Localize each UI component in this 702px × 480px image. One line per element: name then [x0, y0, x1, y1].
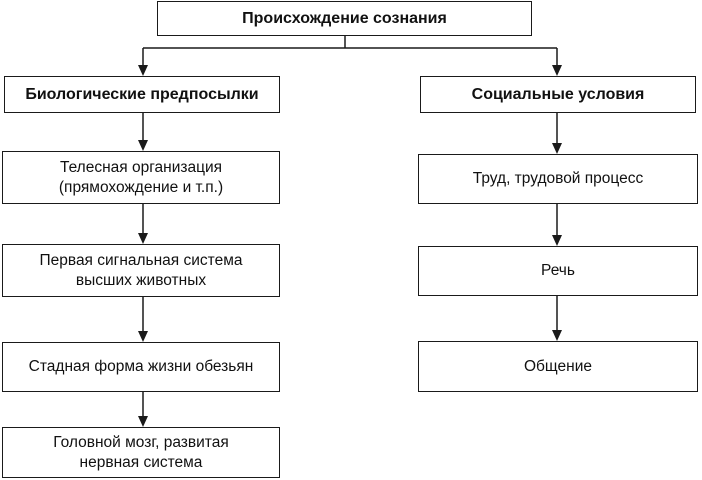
root-label: Происхождение сознания	[242, 9, 447, 27]
left-item-body-organization: Телесная организация (прямохождение и т.п…	[2, 151, 280, 204]
left-item-1-line2: (прямохождение и т.п.)	[58, 178, 224, 196]
right-item-2-line1: Речь	[541, 262, 575, 279]
arrow-right-1-head	[552, 143, 562, 154]
right-item-3-line1: Общение	[524, 357, 592, 375]
right-item-labor: Труд, трудовой процесс	[418, 154, 698, 204]
arrow-root-to-right-head	[552, 65, 562, 76]
left-item-1-line1: Телесная организация	[59, 158, 223, 176]
left-item-4-line2: нервная система	[79, 453, 203, 471]
left-item-herd-life: Стадная форма жизни обезьян	[2, 342, 280, 392]
arrow-right-3-head	[552, 330, 562, 341]
arrow-left-3-head	[138, 331, 148, 342]
left-item-3-line1: Стадная форма жизни обезьян	[28, 358, 254, 375]
right-item-1-line1: Труд, трудовой процесс	[472, 170, 644, 187]
root-node: Происхождение сознания	[157, 1, 532, 36]
left-item-2-line1: Первая сигнальная система	[39, 251, 243, 269]
left-item-2-line2: высших животных	[75, 271, 207, 289]
right-item-communication: Общение	[418, 341, 698, 392]
left-item-brain-nervous-system: Головной мозг, развитая нервная система	[2, 427, 280, 478]
right-heading-label: Социальные условия	[471, 85, 645, 103]
right-branch-heading: Социальные условия	[420, 76, 696, 113]
left-item-4-line1: Головной мозг, развитая	[53, 433, 229, 451]
arrow-root-to-left-head	[138, 65, 148, 76]
arrow-left-1-head	[138, 140, 148, 151]
arrow-right-2-head	[552, 235, 562, 246]
left-item-first-signal-system: Первая сигнальная система высших животных	[2, 244, 280, 297]
right-item-speech: Речь	[418, 246, 698, 296]
arrow-left-4-head	[138, 416, 148, 427]
arrow-left-2-head	[138, 233, 148, 244]
left-heading-label: Биологические предпосылки	[25, 85, 259, 103]
left-branch-heading: Биологические предпосылки	[4, 76, 280, 113]
